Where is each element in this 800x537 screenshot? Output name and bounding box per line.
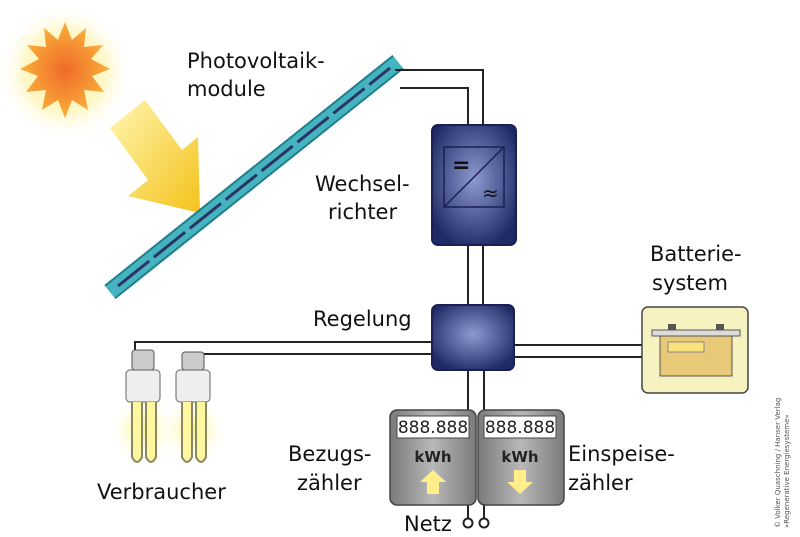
export-meter-label: zähler — [568, 471, 633, 495]
grid-terminal-2 — [478, 517, 490, 529]
arrow-down-icon — [507, 470, 533, 494]
battery-system — [641, 306, 749, 394]
svg-text:© Volker Quaschning / Hanser V: © Volker Quaschning / Hanser Verlag — [774, 398, 782, 528]
sunlight-arrow-icon — [110, 100, 200, 213]
pv-label: module — [187, 77, 266, 101]
ac-symbol: ≈ — [482, 181, 499, 205]
control-label: Regelung — [313, 307, 412, 331]
export-meter-label: Einspeise- — [568, 442, 675, 466]
grid-label: Netz — [404, 512, 452, 536]
export-meter: 888.888 kWh — [477, 409, 565, 506]
arrow-up-icon — [420, 470, 446, 494]
pv-module — [104, 54, 404, 300]
meter-display: 888.888 — [398, 418, 468, 438]
grid-terminal-1 — [462, 517, 474, 529]
svg-text:»Regenerative Energiesysteme«: »Regenerative Energiesysteme« — [783, 414, 791, 528]
inverter-box: = ≈ — [431, 124, 517, 246]
inverter-label: richter — [328, 200, 397, 224]
copyright-notice: © Volker Quaschning / Hanser Verlag »Reg… — [774, 398, 791, 528]
meter-display: 888.888 — [485, 418, 555, 438]
dc-symbol: = — [452, 153, 470, 178]
import-meter-label: Bezugs- — [288, 442, 372, 466]
import-meter: 888.888 kWh — [389, 409, 477, 506]
inverter-label: Wechsel- — [315, 172, 410, 196]
pv-label: Photovoltaik- — [187, 49, 325, 73]
battery-label: Batterie- — [650, 242, 742, 266]
battery-label: system — [652, 271, 728, 295]
sun-icon — [0, 4, 133, 140]
meter-unit: kWh — [501, 448, 538, 466]
import-meter-label: zähler — [297, 471, 362, 495]
meter-unit: kWh — [414, 448, 451, 466]
light-bulb-icon — [158, 351, 228, 465]
consumers-label: Verbraucher — [97, 480, 226, 504]
light-bulb-icon — [108, 349, 178, 465]
control-box — [431, 304, 515, 371]
